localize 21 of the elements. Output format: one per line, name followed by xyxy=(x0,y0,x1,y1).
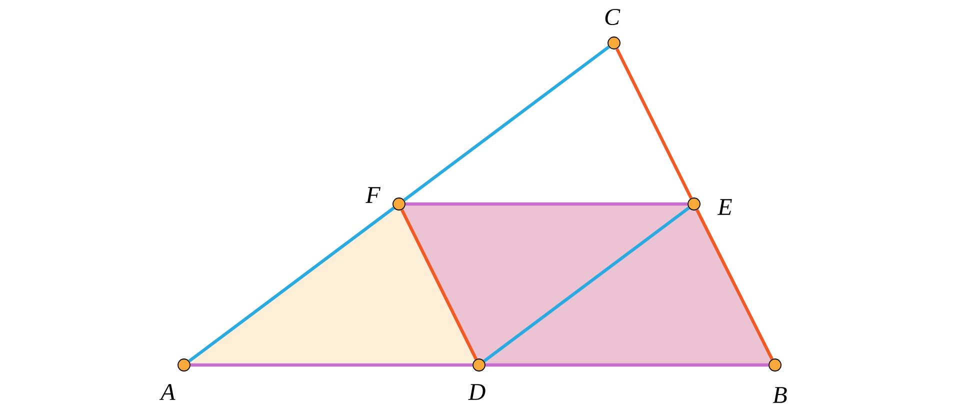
line-segment xyxy=(695,209,774,360)
line-segment xyxy=(188,206,395,362)
line-segment xyxy=(615,48,693,199)
line-segment xyxy=(400,209,478,360)
point-label: C xyxy=(605,8,620,26)
line-segment xyxy=(190,363,473,367)
point xyxy=(392,198,406,210)
point xyxy=(608,36,620,50)
point xyxy=(178,358,190,372)
line-segment xyxy=(483,206,690,362)
line-segment xyxy=(485,363,769,367)
point xyxy=(768,358,782,372)
point xyxy=(472,358,486,372)
line-segment xyxy=(405,202,688,206)
point-label: F xyxy=(366,187,381,203)
point xyxy=(688,198,700,210)
point-label: A xyxy=(159,384,176,400)
point-label: B xyxy=(772,387,787,403)
point-label: D xyxy=(468,384,486,400)
line-segment xyxy=(403,46,610,202)
point-label: E xyxy=(717,199,732,215)
